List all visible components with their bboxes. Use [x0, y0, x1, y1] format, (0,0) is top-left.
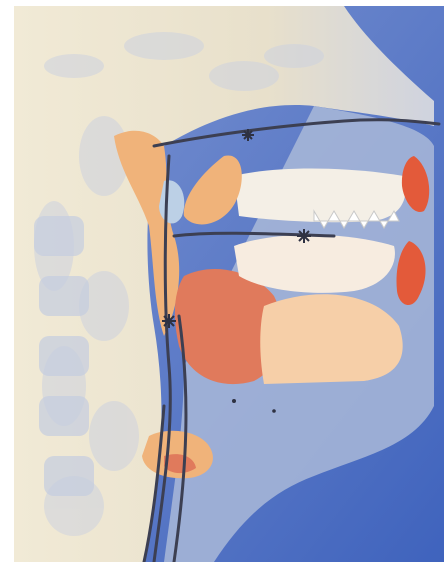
- anatomy-illustration: [14, 6, 444, 562]
- palate-region: [234, 169, 406, 223]
- tongue-dorsum: [234, 235, 395, 293]
